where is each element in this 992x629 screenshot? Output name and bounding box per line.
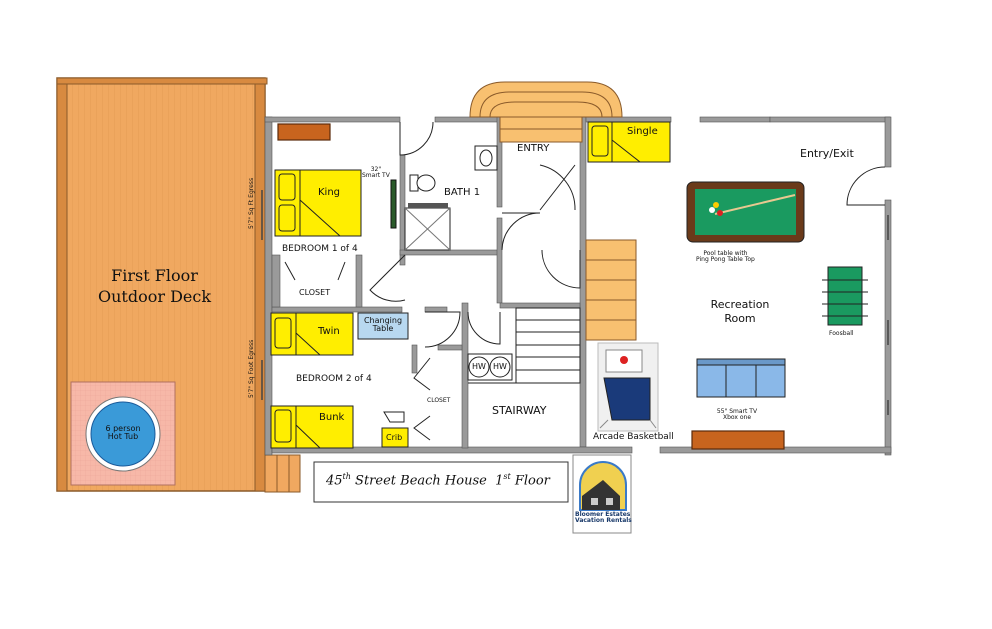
logo-line2: Vacation Rentals — [575, 517, 632, 525]
tv-55-label: 55" Smart TV Xbox one — [700, 408, 774, 422]
recreation-room-line2: Room — [724, 312, 756, 325]
windows — [261, 190, 889, 415]
tv-32-label: 32" Smart TV — [362, 166, 390, 180]
foosball-label: Foosball — [829, 330, 854, 337]
single-bed-label: Single — [627, 126, 658, 137]
stairway-label: STAIRWAY — [492, 404, 547, 417]
tv-32-line2: Smart TV — [362, 172, 390, 180]
hot-tub-line1: 6 person — [105, 424, 141, 433]
tv-32-line1: 32" — [370, 166, 382, 173]
plan-title: 45th Street Beach House 1st Floor — [326, 472, 550, 489]
recreation-room-line1: Recreation — [710, 298, 770, 311]
egress-label-2: 5'7" Sq Foot Egress — [248, 339, 255, 398]
tv-55-line2: Xbox one — [722, 414, 752, 422]
closet-1-label: CLOSET — [299, 288, 331, 297]
title-box — [313, 461, 569, 503]
deck-steps — [264, 454, 301, 493]
pool-table — [686, 181, 805, 243]
arcade-basketball — [597, 342, 659, 432]
bath-label: BATH 1 — [444, 187, 481, 198]
deck-label-line2: Outdoor Deck — [98, 287, 212, 306]
water-heaters — [467, 353, 513, 381]
deck-label: First Floor Outdoor Deck — [98, 265, 211, 307]
bedroom-2-label: BEDROOM 2 of 4 — [296, 374, 372, 384]
stairway — [468, 239, 637, 384]
tv-55-line1: 55" Smart TV — [716, 408, 758, 415]
tv-32 — [390, 179, 397, 229]
king-bed — [274, 169, 362, 237]
arcade-label: Arcade Basketball — [593, 432, 674, 442]
crib-label: Crib — [386, 433, 403, 442]
title-main-sup: th — [342, 472, 351, 481]
entry-label: ENTRY — [517, 143, 550, 154]
tv-console — [691, 430, 785, 450]
changing-table-line2: Table — [372, 324, 394, 334]
title-rest: Street Beach House 1 — [350, 473, 504, 489]
title-floor-sup: st — [503, 472, 511, 481]
title-main: 45 — [326, 473, 343, 489]
hot-tub-line2: Hot Tub — [107, 432, 139, 442]
twin-bed-label: Twin — [318, 326, 340, 337]
entry-exit-label: Entry/Exit — [800, 147, 854, 160]
dresser — [277, 123, 331, 141]
bedroom-1-label: BEDROOM 1 of 4 — [282, 244, 358, 254]
changing-table — [357, 312, 409, 340]
logo-line1: Bloomer Estates — [575, 511, 631, 518]
entry-steps — [469, 81, 623, 143]
pool-table-line2: Ping Pong Table Top — [696, 256, 755, 264]
bath-fixtures — [404, 145, 498, 251]
pool-table-label: Pool table with Ping Pong Table Top — [696, 250, 755, 264]
foosball-table — [822, 266, 868, 326]
logo-text: Bloomer Estates Vacation Rentals — [575, 511, 632, 525]
recreation-room-label: Recreation Room — [705, 298, 775, 326]
company-logo — [572, 454, 632, 534]
changing-table-line1: Changing — [363, 316, 403, 325]
hw-label-1: HW — [472, 362, 486, 371]
hot-tub-label: 6 person Hot Tub — [100, 424, 146, 442]
sofa — [696, 358, 786, 398]
doors — [284, 121, 886, 441]
crib — [381, 411, 409, 448]
closet-2-label: CLOSET — [427, 397, 451, 404]
changing-table-label: Changing Table — [360, 316, 406, 334]
walls — [264, 116, 892, 456]
single-bed — [587, 121, 671, 163]
egress-label-1: 5'7" Sq Ft Egress — [248, 177, 255, 229]
hw-label-2: HW — [493, 362, 507, 371]
deck-label-line1: First Floor — [111, 266, 198, 285]
twin-bed — [270, 312, 354, 356]
title-floor: Floor — [510, 473, 550, 489]
hot-tub — [70, 381, 176, 486]
bunk-bed-label: Bunk — [319, 412, 345, 423]
king-bed-label: King — [318, 187, 341, 198]
pool-table-line1: Pool table with — [703, 250, 748, 257]
bunk-bed — [270, 405, 354, 449]
